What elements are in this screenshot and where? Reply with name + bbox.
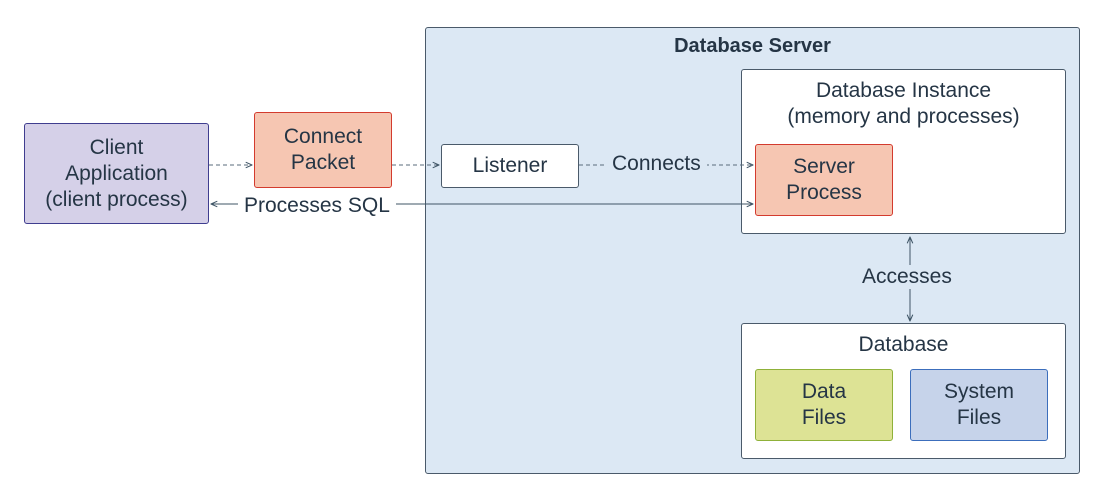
connect-packet-node: Connect Packet xyxy=(254,112,392,188)
database-title: Database xyxy=(858,333,949,356)
server-process-node: Server Process xyxy=(755,144,893,216)
database-server-title: Database Server xyxy=(674,35,831,57)
database-instance-title: Database Instance (memory and processes) xyxy=(787,79,1020,128)
client-application-node: Client Application (client process) xyxy=(24,123,209,224)
edge-label-accesses: Accesses xyxy=(856,265,958,289)
edge-label-connects: Connects xyxy=(606,152,707,176)
edge-label-processes-sql: Processes SQL xyxy=(238,194,396,218)
system-files-node: System Files xyxy=(910,369,1048,441)
listener-node: Listener xyxy=(441,144,579,188)
data-files-node: Data Files xyxy=(755,369,893,441)
